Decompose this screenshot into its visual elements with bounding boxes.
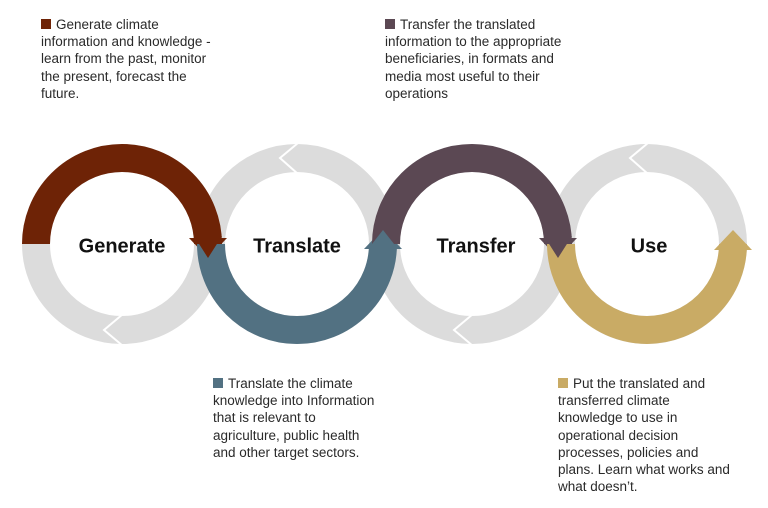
translate-swatch — [213, 378, 223, 388]
note-transfer: Transfer the translated information to t… — [385, 16, 565, 102]
note-generate-text: Generate climate information and knowled… — [41, 17, 211, 101]
note-transfer-text: Transfer the translated information to t… — [385, 17, 562, 101]
generate-swatch — [41, 19, 51, 29]
use-arc — [547, 243, 747, 344]
chevron-left-icon — [102, 313, 124, 347]
note-translate: Translate the climate knowledge into Inf… — [213, 375, 383, 461]
gray-chevrons — [102, 142, 649, 347]
stage-label-use: Use — [631, 235, 668, 257]
translate-arc — [197, 243, 397, 344]
stage-label-generate: Generate — [79, 235, 166, 257]
stage-label-translate: Translate — [253, 235, 341, 257]
chevron-left-icon — [278, 142, 299, 175]
arrow-up-icon — [714, 230, 752, 250]
transfer-arrow-over — [544, 236, 572, 258]
note-use: Put the translated and transferred clima… — [558, 375, 738, 495]
stage-label-transfer: Transfer — [437, 235, 516, 257]
chevron-left-icon — [452, 313, 474, 347]
transfer-arc — [372, 144, 572, 245]
generate-arrow-over — [194, 236, 222, 258]
note-use-text: Put the translated and transferred clima… — [558, 376, 730, 495]
note-translate-text: Translate the climate knowledge into Inf… — [213, 376, 375, 460]
use-swatch — [558, 378, 568, 388]
transfer-swatch — [385, 19, 395, 29]
generate-arc — [22, 144, 222, 245]
note-generate: Generate climate information and knowled… — [41, 16, 211, 102]
chevron-left-icon — [628, 142, 649, 175]
translate-arrow-over — [368, 230, 398, 249]
